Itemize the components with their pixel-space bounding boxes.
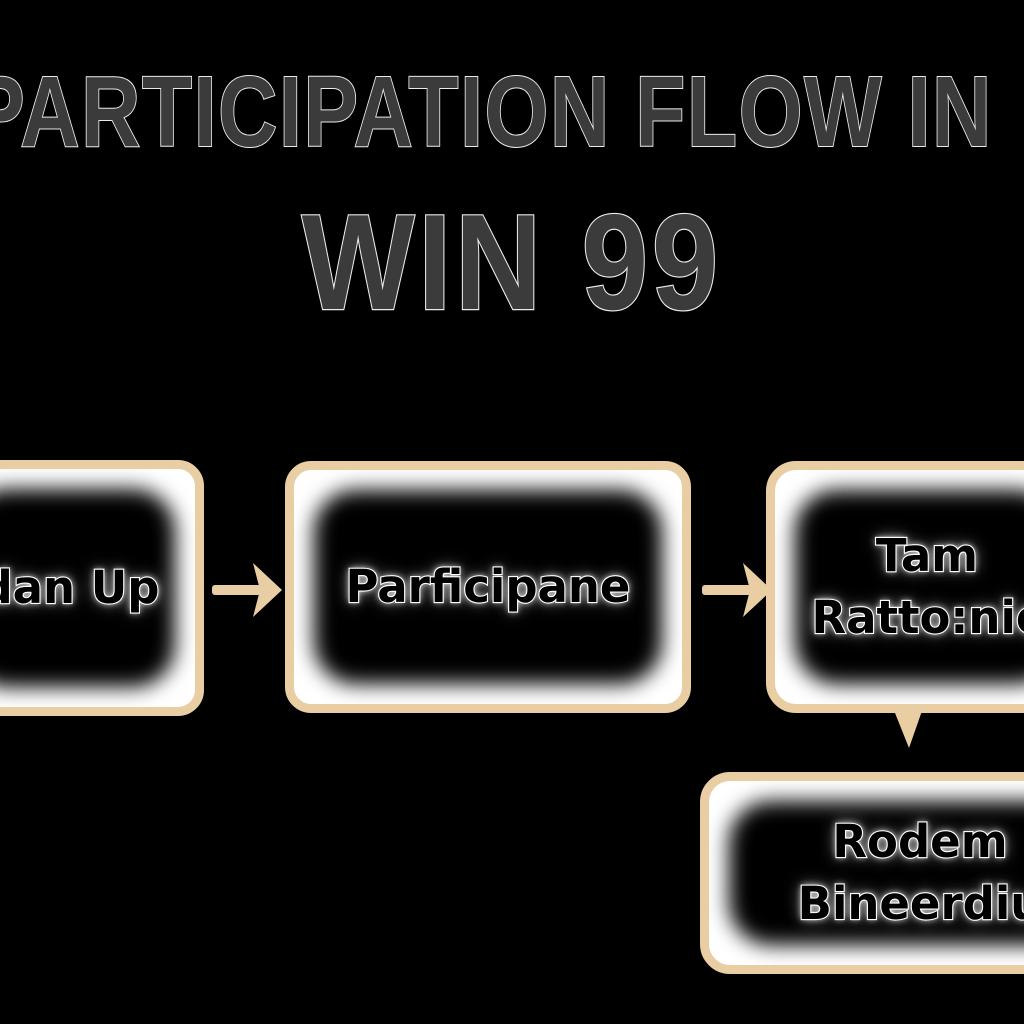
node-label-line: Ratto:nic <box>810 590 1024 645</box>
node-blob <box>0 489 175 687</box>
arrow-right-icon <box>212 563 282 617</box>
diagram-title-line2: WIN 99 <box>301 186 723 338</box>
diagram-title-line1: PARTICIPATION FLOW IN <box>0 56 993 168</box>
flow-node-4: Rodem Bineerdiu <box>700 772 1024 974</box>
node-label: Tam Ratto:nic <box>775 470 1024 704</box>
node-blob <box>314 490 662 684</box>
flow-node-3: Tam Ratto:nic <box>766 461 1024 713</box>
node-blob <box>729 801 1024 945</box>
node-label: dan Up <box>0 469 195 707</box>
node-label-line: Tam <box>875 528 979 583</box>
node-label-line: Rodem <box>831 814 1008 869</box>
diagram-title-line2-wrap: WIN 99 <box>0 186 1024 338</box>
arrow-right-icon <box>702 563 772 617</box>
flow-node-1: dan Up <box>0 460 204 716</box>
node-label-line: Parficipane <box>344 559 631 614</box>
arrow-down-icon <box>893 708 923 748</box>
node-label-line: Bineerdiu <box>797 876 1024 931</box>
node-label: Rodem Bineerdiu <box>709 781 1024 965</box>
node-label-line: dan Up <box>0 560 161 615</box>
node-label: Parficipane <box>294 470 682 704</box>
flow-node-2: Parficipane <box>285 461 691 713</box>
node-blob <box>795 490 1024 684</box>
